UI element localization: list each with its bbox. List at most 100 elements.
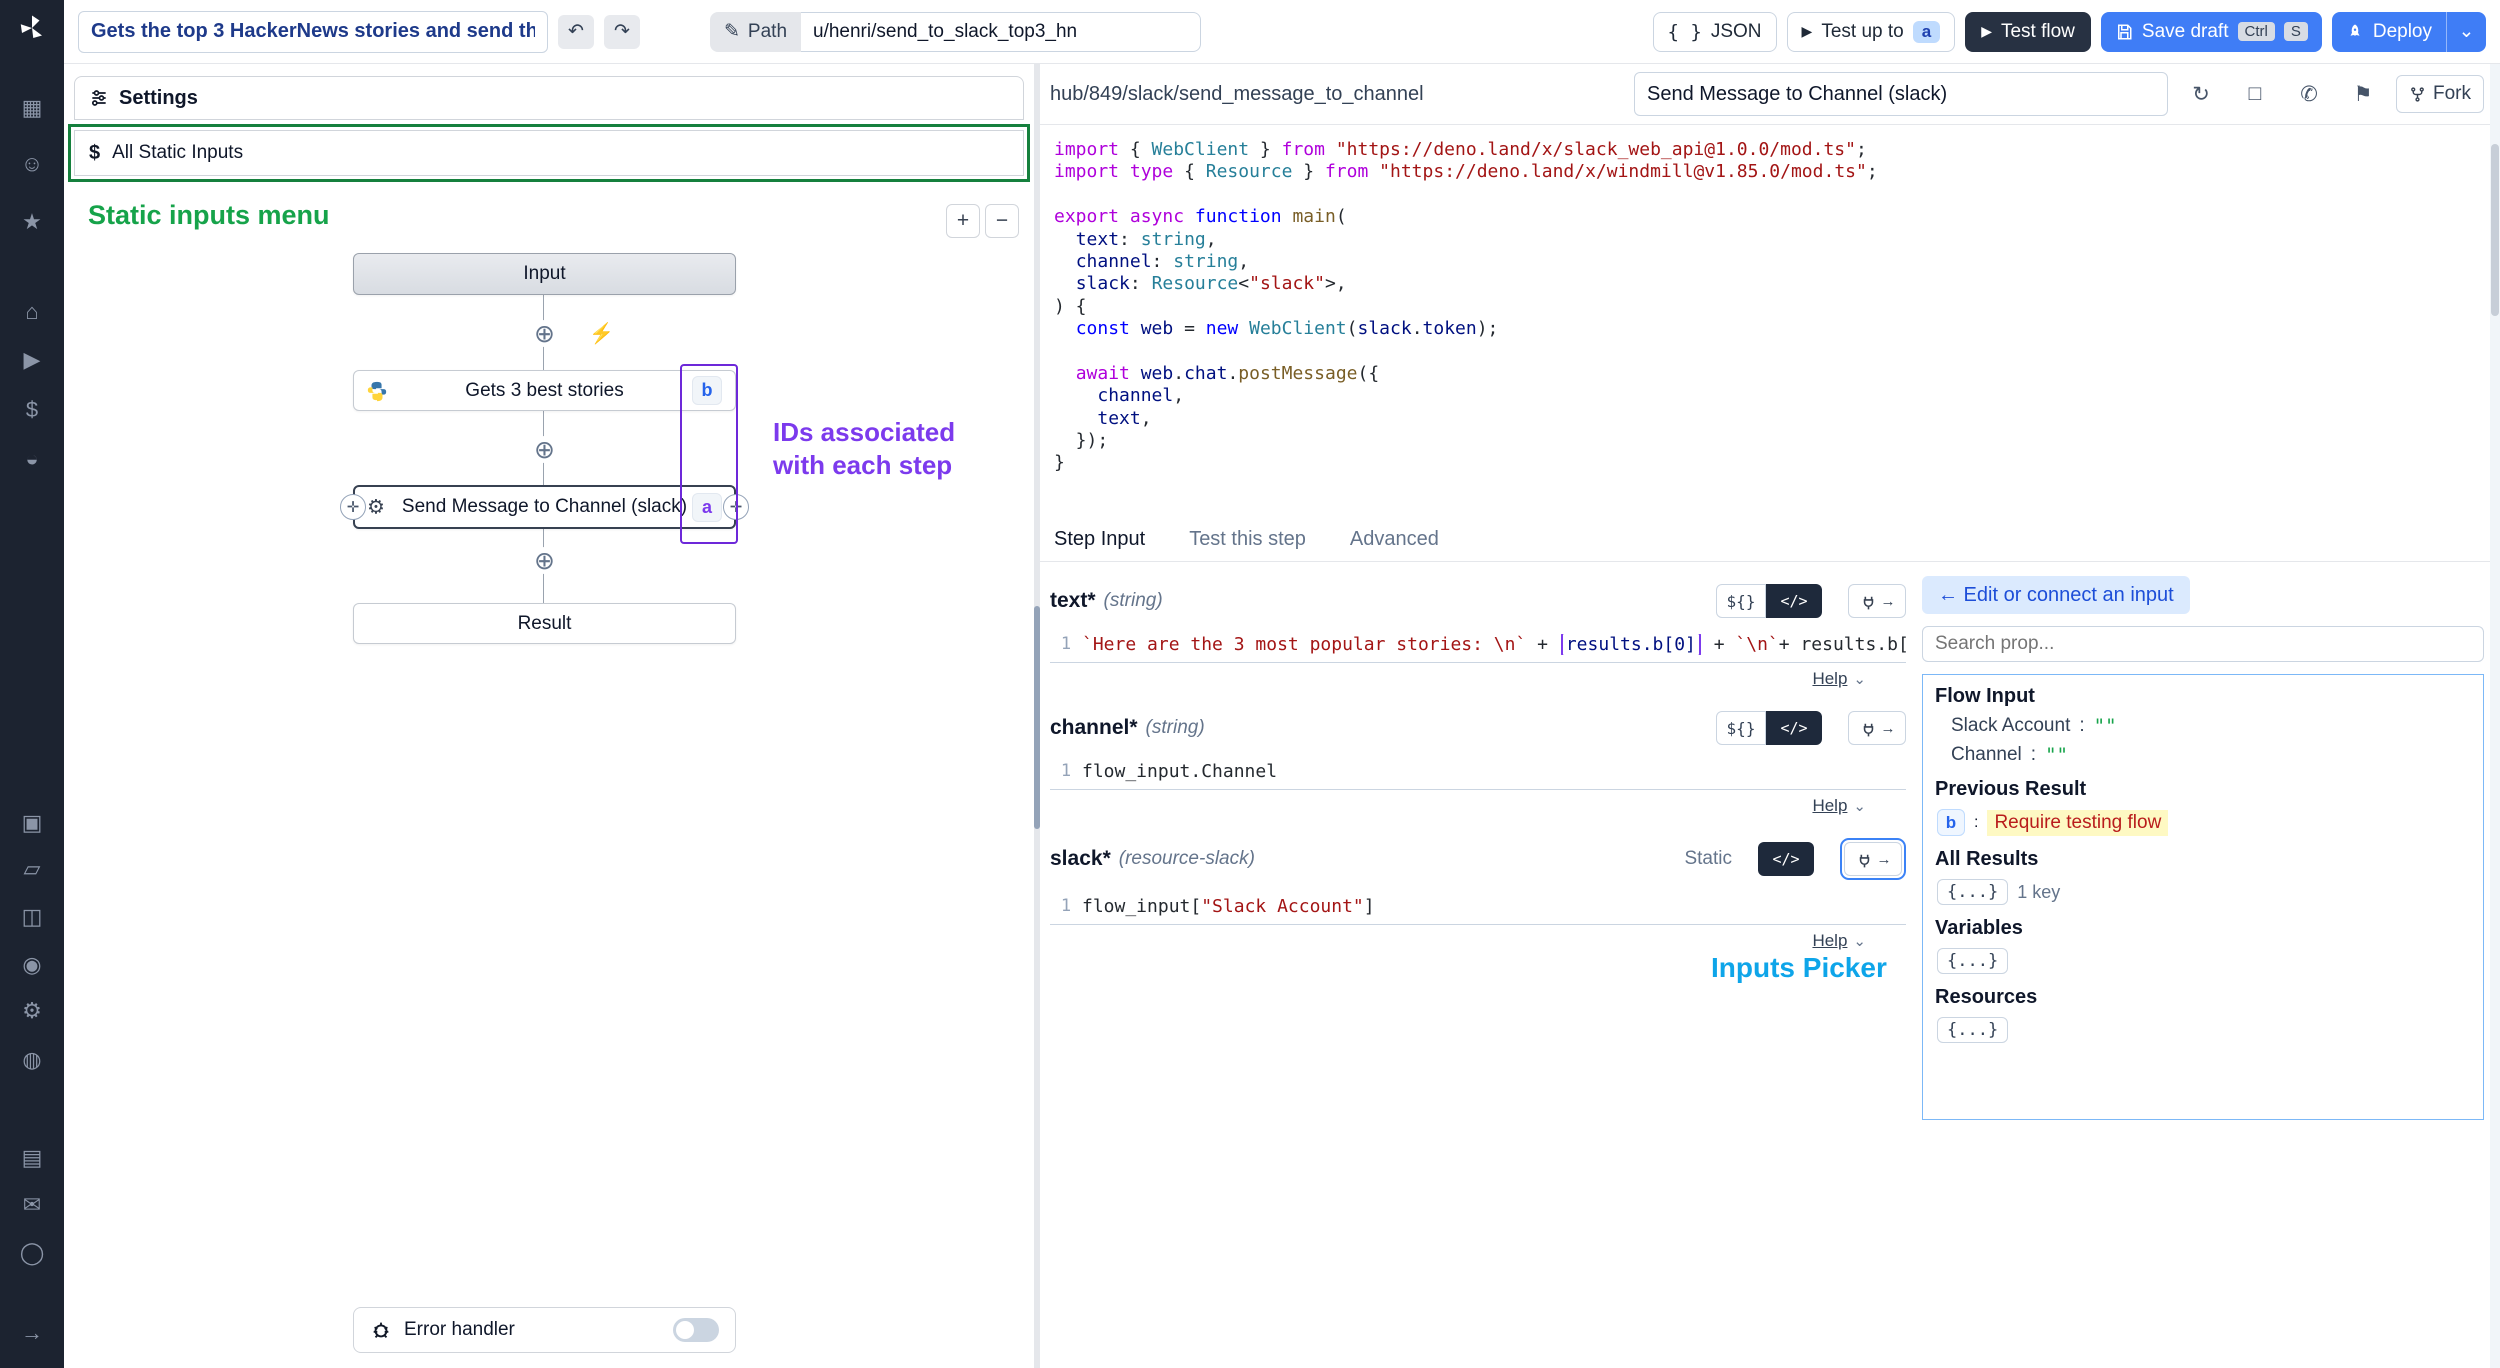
- windmill-logo[interactable]: [0, 8, 64, 48]
- node-result[interactable]: Result: [353, 603, 736, 644]
- colon: :: [1974, 813, 1979, 831]
- move-handle-left[interactable]: ✛: [340, 494, 366, 520]
- step-id-badge-b[interactable]: b: [692, 376, 722, 405]
- channel-expression-editor[interactable]: 1 flow_input.Channel: [1050, 753, 1906, 790]
- trigger-bolt-icon[interactable]: ⚡: [589, 323, 614, 345]
- flag-icon[interactable]: ⚑: [2342, 74, 2384, 114]
- user-icon[interactable]: ☺: [20, 151, 44, 176]
- folder-icon[interactable]: ▱: [23, 856, 41, 881]
- zoom-out-button[interactable]: −: [985, 204, 1019, 238]
- star-icon[interactable]: ★: [22, 209, 42, 234]
- connect-input-button[interactable]: →: [1848, 584, 1906, 618]
- zoom-in-button[interactable]: +: [946, 204, 980, 238]
- dollar-icon[interactable]: $: [25, 397, 39, 422]
- undo-button[interactable]: ↶: [558, 14, 594, 49]
- code-mode-button[interactable]: </>: [1766, 711, 1822, 745]
- app-rail: ▦ ☺ ★ ⌂ ▶ $ ◒ ▣ ▱ ◫ ◉ ⚙ ◍ ▤ ✉ ◯ →: [0, 0, 64, 1368]
- page-scrollbar[interactable]: [2490, 64, 2500, 1368]
- book-icon[interactable]: ▤: [21, 1145, 43, 1170]
- field-slack-label: slack*: [1050, 847, 1111, 870]
- error-handler-row[interactable]: Error handler: [353, 1307, 736, 1353]
- panel-splitter[interactable]: [1034, 64, 1040, 1368]
- picker-item-slack-account[interactable]: Slack Account:"": [1951, 715, 2117, 737]
- template-var-button[interactable]: ${}: [1716, 584, 1766, 618]
- tab-test-this-step[interactable]: Test this step: [1189, 528, 1306, 550]
- template-var-button[interactable]: ${}: [1716, 711, 1766, 745]
- node-input[interactable]: Input: [353, 253, 736, 295]
- bug-icon: [373, 1322, 389, 1338]
- step-id-badge-b: b: [1937, 809, 1965, 836]
- error-handler-toggle[interactable]: [673, 1318, 719, 1342]
- flow-settings-row[interactable]: Settings: [74, 76, 1024, 120]
- phone-icon[interactable]: ✆: [2288, 74, 2330, 114]
- hub-script-path[interactable]: hub/849/slack/send_message_to_channel: [1050, 82, 1424, 105]
- reload-icon[interactable]: ↻: [2180, 74, 2222, 114]
- help-link[interactable]: Help: [1812, 669, 1848, 688]
- node-send-message-to-channel[interactable]: ⚙ Send Message to Channel (slack): [353, 485, 736, 529]
- flow-title-input[interactable]: [78, 10, 548, 53]
- object-chip[interactable]: {...}: [1937, 948, 2009, 974]
- deploy-dropdown-button[interactable]: ⌄: [2446, 11, 2486, 52]
- add-step-button[interactable]: ⊕: [531, 436, 558, 464]
- resources-title: Resources: [1935, 986, 2038, 1008]
- line-number: 1: [1060, 896, 1072, 916]
- slack-expression-editor[interactable]: 1 flow_input["Slack Account"]: [1050, 888, 1906, 925]
- help-link[interactable]: Help: [1812, 931, 1848, 950]
- all-static-inputs-row[interactable]: $ All Static Inputs: [74, 130, 1024, 176]
- home-icon[interactable]: ⌂: [25, 299, 39, 324]
- code-mode-button[interactable]: </>: [1758, 842, 1814, 876]
- splitter-grip[interactable]: [1034, 606, 1040, 829]
- github-icon[interactable]: ◯: [19, 1240, 45, 1265]
- edit-or-connect-button[interactable]: ← Edit or connect an input: [1922, 576, 2190, 614]
- test-flow-button[interactable]: ▶Test flow: [1965, 11, 2091, 52]
- connect-input-button[interactable]: →: [1848, 711, 1906, 745]
- add-step-button[interactable]: ⊕: [531, 320, 558, 348]
- arrow-right-icon: →: [1880, 592, 1896, 610]
- text-expression-editor[interactable]: 1 `Here are the 3 most popular stories: …: [1050, 626, 1906, 663]
- field-slack: slack* (resource-slack) Static </> →: [1050, 838, 1906, 951]
- picker-item-all-results[interactable]: {...} 1 key: [1937, 879, 2471, 905]
- object-chip[interactable]: {...}: [1937, 1017, 2009, 1043]
- expand-arrow-icon[interactable]: →: [21, 1320, 43, 1345]
- step-id-badge-a[interactable]: a: [692, 493, 722, 522]
- all-results-title: All Results: [1935, 848, 2039, 870]
- search-prop-input[interactable]: [1922, 626, 2484, 662]
- gear-icon[interactable]: ⚙: [22, 998, 42, 1023]
- globe-icon[interactable]: ◍: [22, 1047, 42, 1072]
- tab-step-input[interactable]: Step Input: [1054, 528, 1146, 550]
- code-mode-button[interactable]: </>: [1766, 584, 1822, 618]
- picker-item-variables[interactable]: {...}: [1937, 948, 2471, 974]
- users-icon[interactable]: ◫: [21, 904, 43, 929]
- path-input[interactable]: [801, 11, 1202, 52]
- flow-input-title: Flow Input: [1935, 685, 2035, 707]
- fork-icon: [2411, 86, 2424, 102]
- picker-item-resources[interactable]: {...}: [1937, 1017, 2471, 1043]
- picker-item-channel[interactable]: Channel:"": [1951, 744, 2068, 766]
- connect-input-button[interactable]: →: [1844, 842, 1902, 876]
- step-name-input[interactable]: [1634, 72, 2168, 116]
- tab-advanced[interactable]: Advanced: [1349, 528, 1439, 550]
- chat-icon[interactable]: ✉: [22, 1192, 42, 1217]
- fork-button[interactable]: Fork: [2396, 75, 2484, 113]
- bucket-icon[interactable]: ◒: [25, 446, 39, 471]
- redo-button[interactable]: ↷: [604, 14, 640, 49]
- stop-square-icon[interactable]: □: [2234, 74, 2276, 114]
- object-chip[interactable]: {...}: [1937, 879, 2009, 905]
- play-icon[interactable]: ▶: [23, 347, 41, 372]
- zoom-controls: + −: [946, 204, 1019, 238]
- main-split: Settings $ All Static Inputs Static inpu…: [64, 64, 2500, 1368]
- scrollbar-thumb[interactable]: [2491, 144, 2499, 316]
- help-link[interactable]: Help: [1812, 796, 1848, 815]
- picker-item-previous-result[interactable]: b : Require testing flow: [1937, 809, 2471, 836]
- save-draft-button[interactable]: Save draft Ctrl S: [2100, 11, 2322, 52]
- add-step-button[interactable]: ⊕: [531, 547, 558, 575]
- code-editor[interactable]: import { WebClient } from "https://deno.…: [1054, 139, 1878, 474]
- json-button[interactable]: { }JSON: [1652, 11, 1777, 52]
- box-icon[interactable]: ▣: [21, 810, 43, 835]
- field-text-type: (string): [1103, 590, 1163, 611]
- eye-icon[interactable]: ◉: [22, 952, 42, 977]
- deploy-button[interactable]: Deploy: [2331, 11, 2446, 52]
- calendar-icon[interactable]: ▦: [21, 95, 43, 120]
- node-gets-3-best-stories[interactable]: Gets 3 best stories: [353, 370, 736, 411]
